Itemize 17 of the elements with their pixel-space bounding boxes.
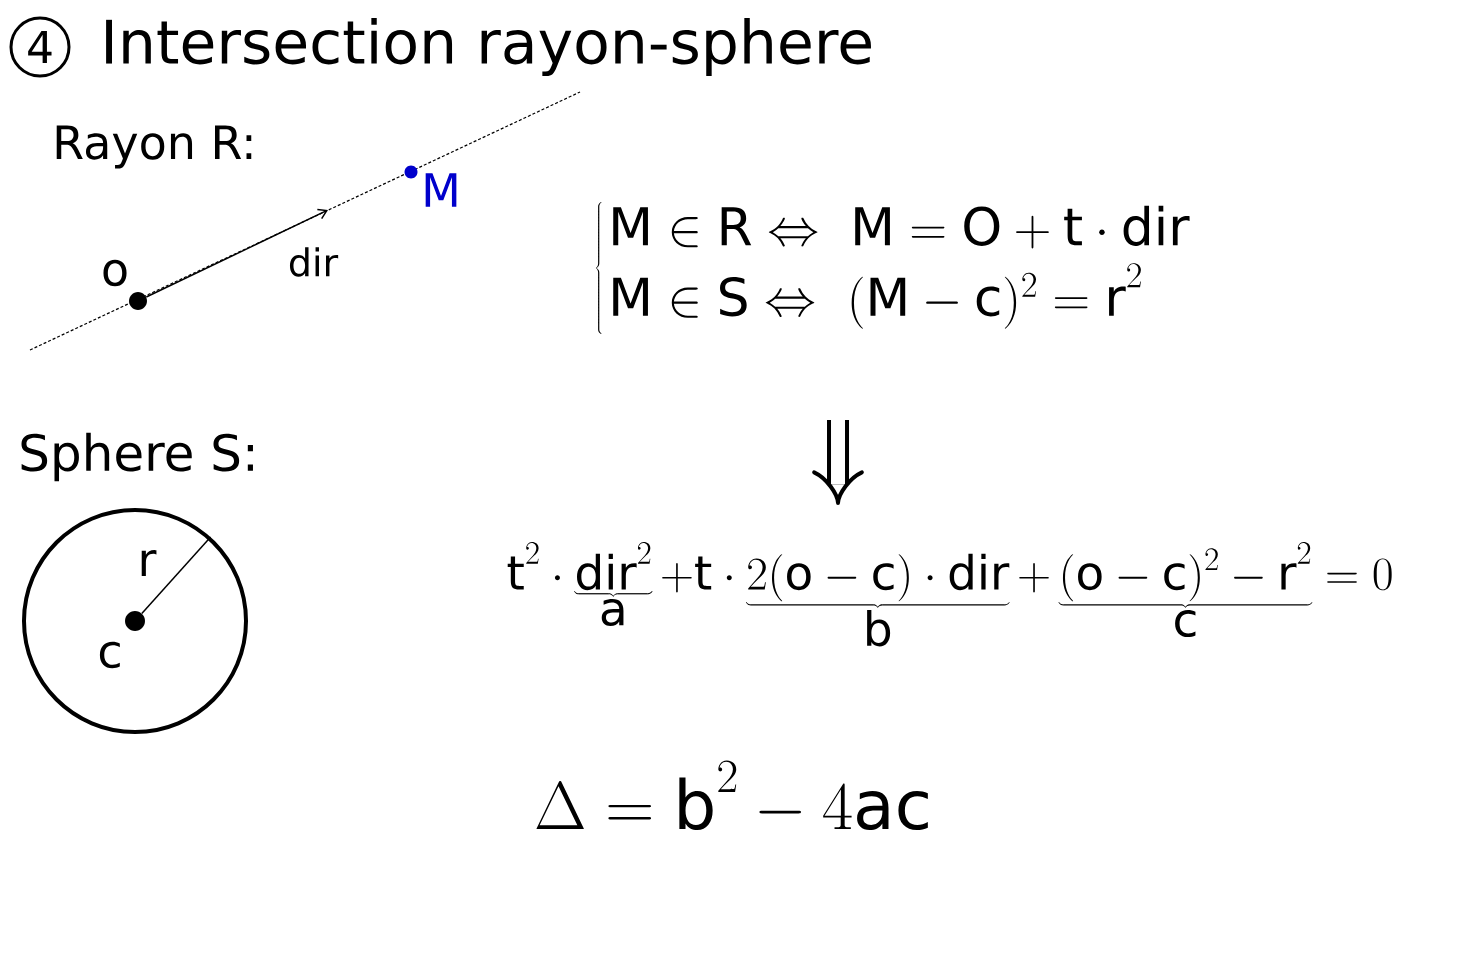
formula: $\left\{\begin{array}{l} \mathrm{M} \in \mathrm{R} \Leftrightarrow\ \mathrm{M} = \mathrm{O} + \mathrm{t}\cdot\mathrm{dir} \\ \mathrm{M} \in \mathrm{S} \Leftrightarrow\ (\mathrm{M} - \mathrm{c})^{2} = \mathrm{r}^{2} \end{array}\right.$ [595,202,1190,334]
point-label: o [103,259,127,287]
sphere-circle [22,508,248,734]
callout-number: 4 [9,16,71,78]
formula: $\mathrm{t}^{2}\cdot\underbrace{\mathrm{dir}^{2}}_{\textstyle\mathrm{a}} + \mathrm{t}\cdot\underbrace{2(\mathrm{o}-\mathrm{c})\cdot\mathrm{dir}}_{\textstyle\mathrm{b}} + \underbrace{(\mathrm{o}-\mathrm{c})^{2} - \mathrm{r}^{2}}_{\textstyle\mathrm{c}} = 0$ [507,542,1392,647]
title: Intersection rayon-sphere [106,17,871,77]
section-label: Rayon R: [56,125,252,169]
radius-line [141,536,212,615]
edge-label: dir [289,247,339,277]
point-label: M [425,173,457,207]
arrow [145,208,328,298]
formula: $\Delta = \mathrm{b}^{2} - 4\mathrm{ac}$ [536,760,928,831]
point-dot [125,611,145,631]
edge-label: r [141,550,157,576]
section-label: Sphere S: [21,432,253,482]
point-label: c [99,641,120,669]
point-dot [129,292,147,310]
